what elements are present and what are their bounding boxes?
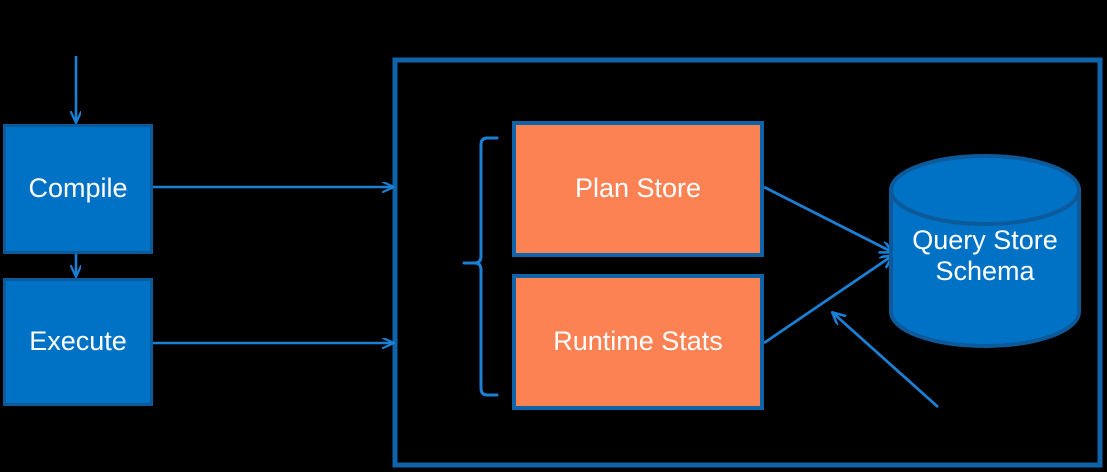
edge-plan-store-to-schema bbox=[763, 185, 892, 252]
edge-external-to-schema bbox=[833, 313, 939, 409]
edge-runtime-stats-to-schema bbox=[763, 256, 892, 345]
node-plan-store-label: Plan Store bbox=[574, 173, 702, 204]
node-compile-label: Compile bbox=[28, 173, 128, 204]
node-runtime-stats[interactable]: Runtime Stats bbox=[512, 274, 764, 410]
query-store-container bbox=[392, 57, 1103, 468]
query-store-schema-cylinder bbox=[889, 154, 1081, 348]
node-execute-label: Execute bbox=[29, 326, 127, 357]
in-memory-bracket bbox=[473, 136, 499, 397]
node-runtime-stats-label: Runtime Stats bbox=[553, 326, 723, 357]
node-execute[interactable]: Execute bbox=[3, 278, 153, 406]
node-plan-store[interactable]: Plan Store bbox=[512, 121, 764, 257]
node-compile[interactable]: Compile bbox=[3, 124, 153, 254]
